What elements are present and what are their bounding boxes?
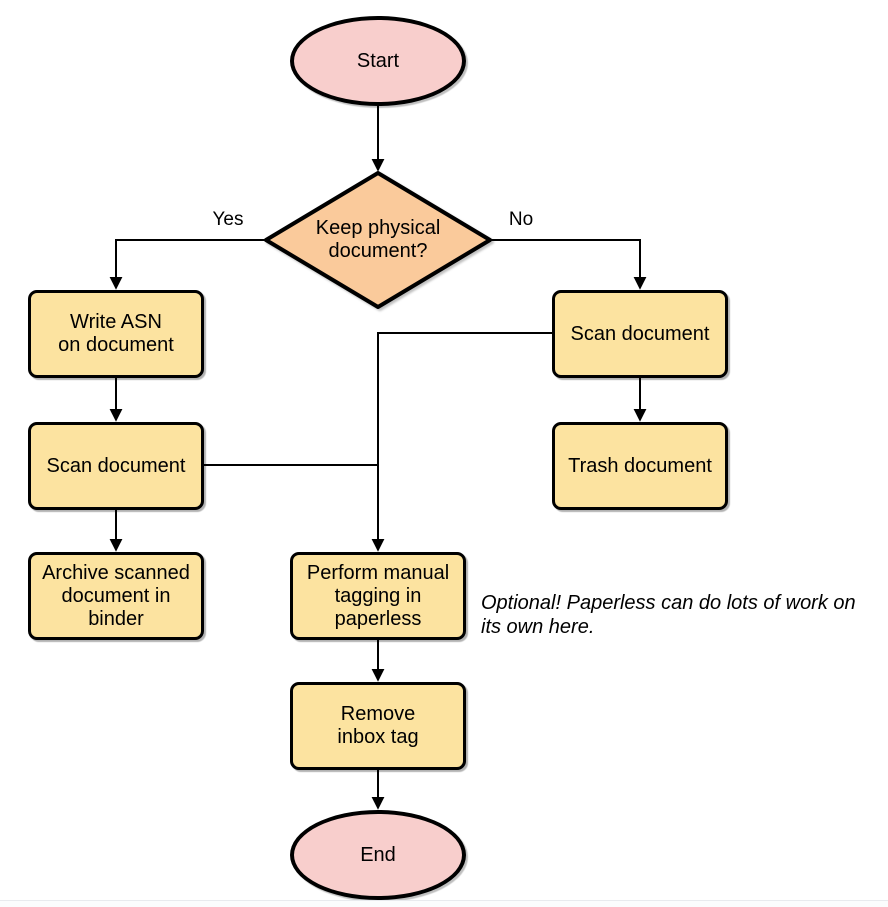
decision-node: Keep physical document? bbox=[266, 173, 490, 307]
optional-annotation: Optional! Paperless can do lots of work … bbox=[481, 592, 856, 638]
edge-decision-no-to-scan-right bbox=[490, 239, 647, 290]
decision-label: Keep physical document? bbox=[315, 217, 441, 262]
scan-document-right-label: Scan document bbox=[570, 322, 710, 345]
trash-document-label: Trash document bbox=[568, 454, 712, 477]
edge-scan-right-to-tagging bbox=[371, 332, 552, 552]
scan-document-left-node: Scan document bbox=[28, 422, 204, 510]
edge-label-no: No bbox=[508, 209, 534, 230]
manual-tagging-node: Perform manual tagging in paperless bbox=[290, 552, 466, 640]
end-node: End bbox=[290, 810, 466, 900]
decision-diamond-shape bbox=[264, 171, 492, 309]
scan-document-right-node: Scan document bbox=[552, 290, 728, 378]
start-node: Start bbox=[290, 16, 466, 106]
page-bottom-margin bbox=[0, 901, 888, 907]
start-label: Start bbox=[356, 49, 400, 72]
scan-document-left-label: Scan document bbox=[46, 454, 186, 477]
write-asn-node: Write ASN on document bbox=[28, 290, 204, 378]
archive-document-node: Archive scanned document in binder bbox=[28, 552, 204, 640]
archive-document-label: Archive scanned document in binder bbox=[42, 561, 190, 630]
remove-inbox-tag-label: Remove inbox tag bbox=[337, 703, 419, 748]
trash-document-node: Trash document bbox=[552, 422, 728, 510]
edge-label-yes: Yes bbox=[212, 209, 244, 230]
manual-tagging-label: Perform manual tagging in paperless bbox=[306, 561, 450, 630]
write-asn-label: Write ASN on document bbox=[58, 311, 174, 356]
remove-inbox-tag-node: Remove inbox tag bbox=[290, 682, 466, 770]
page-bottom-divider bbox=[0, 900, 888, 901]
end-label: End bbox=[360, 843, 396, 866]
edge-decision-yes-to-write-asn bbox=[109, 239, 266, 290]
